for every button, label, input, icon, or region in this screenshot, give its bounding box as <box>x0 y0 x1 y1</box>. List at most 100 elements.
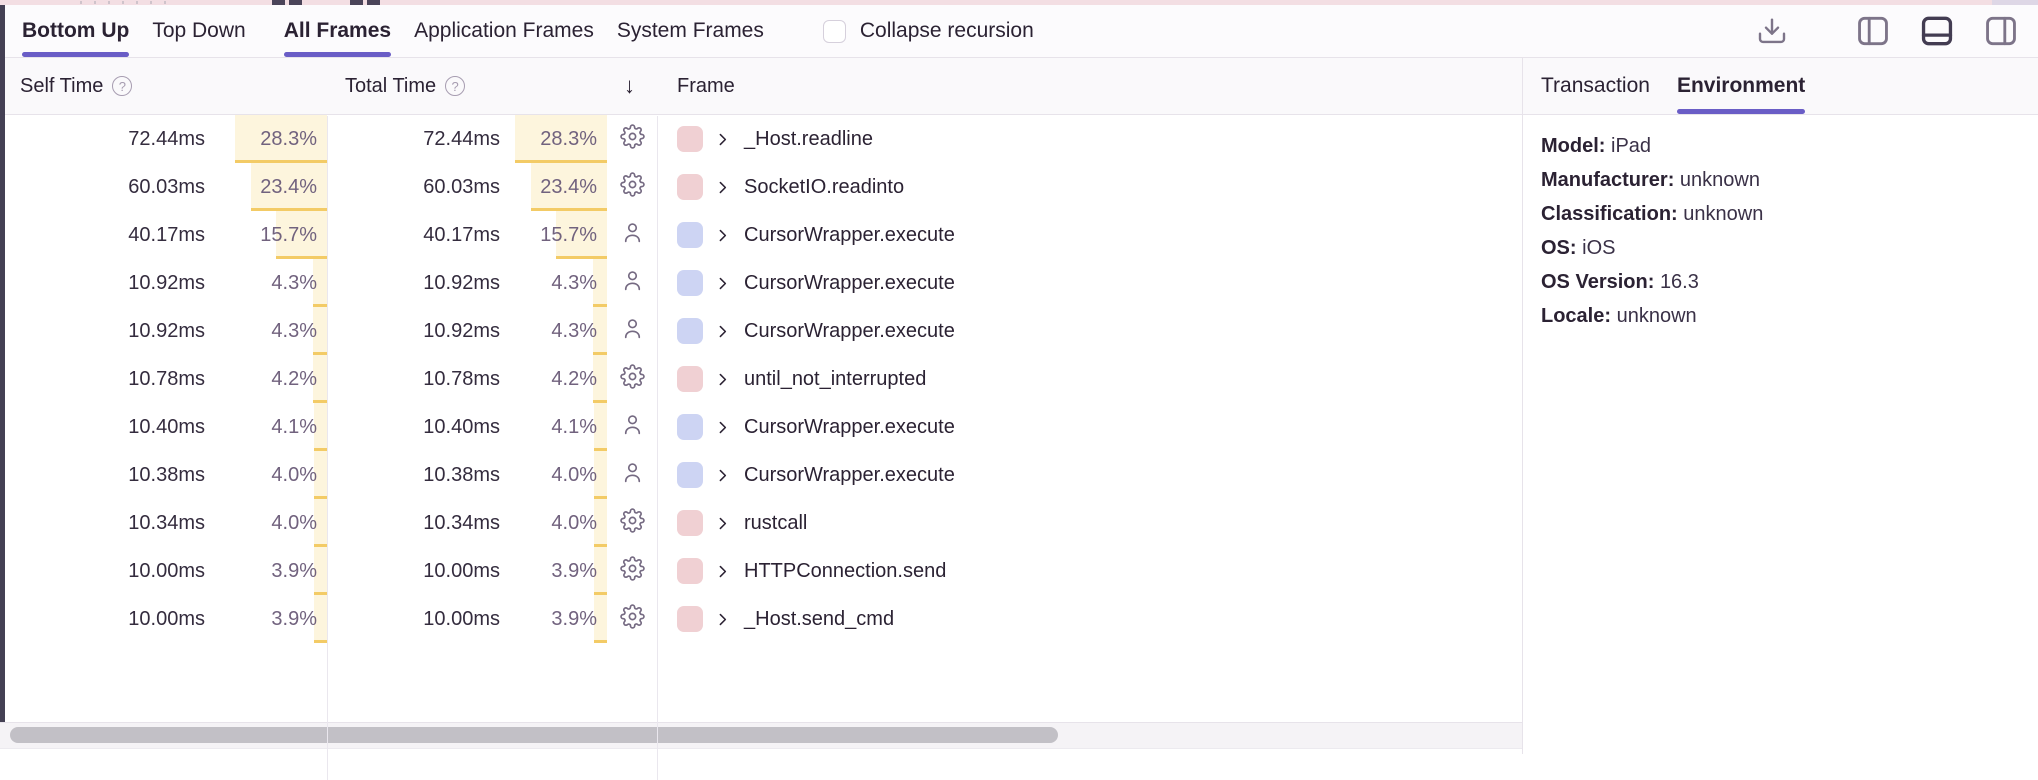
side-panel-tabs: Transaction Environment <box>1523 58 2038 115</box>
table-row[interactable]: 10.34ms 4.0% 10.34ms 4.0% <box>0 499 1522 547</box>
column-divider <box>327 116 328 780</box>
download-icon[interactable] <box>1756 15 1788 47</box>
frame-cell: CursorWrapper.execute <box>657 307 1522 355</box>
total-time-value: 10.34ms <box>423 511 500 534</box>
horizontal-scrollbar-track[interactable] <box>0 722 1522 748</box>
table-row[interactable]: 10.92ms 4.3% 10.92ms 4.3% <box>0 307 1522 355</box>
total-time-percent: 4.0% <box>551 463 597 486</box>
chevron-right-icon[interactable] <box>714 467 731 484</box>
total-time-percent: 4.2% <box>551 367 597 390</box>
chevron-right-icon[interactable] <box>714 419 731 436</box>
collapse-recursion-label: Collapse recursion <box>859 19 1034 42</box>
total-time-cell: 40.17ms 15.7% <box>327 211 657 259</box>
frame-type-icon-slot <box>607 547 657 595</box>
gear-icon <box>619 604 645 634</box>
chevron-right-icon[interactable] <box>714 275 731 292</box>
frame-name: CursorWrapper.execute <box>744 415 955 438</box>
total-time-cell: 60.03ms 23.4% <box>327 163 657 211</box>
percent-bar <box>235 115 327 163</box>
chevron-right-icon[interactable] <box>714 131 731 148</box>
environment-detail-line: Classification: unknown <box>1541 197 2020 231</box>
panel-bottom-icon[interactable] <box>1918 12 1956 50</box>
chevron-right-icon[interactable] <box>714 563 731 580</box>
table-row[interactable]: 10.40ms 4.1% 10.40ms 4.1% <box>0 403 1522 451</box>
tab-application-frames[interactable]: Application Frames <box>414 19 594 42</box>
environment-detail-line: Model: iPad <box>1541 129 2020 163</box>
tab-transaction[interactable]: Transaction <box>1541 74 1650 97</box>
frame-type-icon-slot <box>607 355 657 403</box>
table-row[interactable]: 10.38ms 4.0% 10.38ms 4.0% <box>0 451 1522 499</box>
frame-label: Frame <box>677 74 735 97</box>
minimap-tick <box>80 1 82 4</box>
chevron-right-icon[interactable] <box>714 611 731 628</box>
detail-value: 16.3 <box>1659 271 1699 293</box>
table-row[interactable]: 60.03ms 23.4% 60.03ms 23.4% <box>0 163 1522 211</box>
percent-bar <box>251 163 327 211</box>
total-time-percent: 4.0% <box>551 511 597 534</box>
frame-cell: _Host.readline <box>657 115 1522 163</box>
frame-type-icon-slot <box>607 115 657 163</box>
frame-cell: SocketIO.readinto <box>657 163 1522 211</box>
frame-type-icon-slot <box>607 595 657 643</box>
detail-value: unknown <box>1683 203 1764 225</box>
table-row[interactable]: 40.17ms 15.7% 40.17ms 15.7% <box>0 211 1522 259</box>
self-time-value: 10.92ms <box>128 319 205 342</box>
frame-color-swatch <box>677 174 703 200</box>
collapse-recursion-checkbox[interactable] <box>822 19 846 43</box>
tab-system-frames[interactable]: System Frames <box>616 19 764 42</box>
minimap-end-segment <box>1992 0 2038 5</box>
table-row[interactable]: 10.92ms 4.3% 10.92ms 4.3% <box>0 259 1522 307</box>
table-row[interactable]: 10.00ms 3.9% 10.00ms 3.9% <box>0 595 1522 643</box>
table-row[interactable]: 72.44ms 28.3% 72.44ms 28.3% <box>0 115 1522 163</box>
frame-type-icon-slot <box>607 307 657 355</box>
chevron-right-icon[interactable] <box>714 323 731 340</box>
toolbar-icon-group <box>1756 12 2038 50</box>
self-time-cell: 10.92ms 4.3% <box>0 259 327 307</box>
sort-descending-icon[interactable]: ↓ <box>624 73 635 98</box>
chevron-right-icon[interactable] <box>714 371 731 388</box>
total-time-percent: 15.7% <box>540 223 597 246</box>
detail-value: unknown <box>1679 169 1760 191</box>
tab-all-frames[interactable]: All Frames <box>283 5 392 57</box>
self-time-percent-cell: 4.0% <box>205 499 327 547</box>
user-icon <box>620 268 645 298</box>
total-time-percent: 3.9% <box>551 607 597 630</box>
details-side-panel: Transaction Environment Model: iPad Manu… <box>1522 58 2038 754</box>
detail-label: Manufacturer: <box>1541 169 1675 191</box>
total-time-percent-cell: 4.0% <box>500 451 607 499</box>
column-header-self-time[interactable]: Self Time ? <box>0 58 327 114</box>
total-time-cell: 10.00ms 3.9% <box>327 547 657 595</box>
minimap-tick <box>150 1 152 4</box>
frames-table-header: Self Time ? Total Time ? ↓ Frame <box>0 58 1522 115</box>
frames-table: Self Time ? Total Time ? ↓ Frame 72.44ms… <box>0 58 1522 780</box>
total-time-percent: 4.3% <box>551 271 597 294</box>
frame-type-icon-slot <box>607 163 657 211</box>
column-header-total-time[interactable]: Total Time ? ↓ <box>327 58 657 114</box>
collapse-recursion-control[interactable]: Collapse recursion <box>822 19 1034 43</box>
tab-environment[interactable]: Environment <box>1676 58 1806 114</box>
help-icon[interactable]: ? <box>445 76 466 96</box>
help-icon[interactable]: ? <box>112 76 133 96</box>
percent-bar <box>314 547 327 595</box>
gear-icon <box>619 172 645 202</box>
panel-right-icon[interactable] <box>1982 12 2020 50</box>
chevron-right-icon[interactable] <box>714 515 731 532</box>
self-time-percent: 4.1% <box>271 415 317 438</box>
total-time-value: 10.40ms <box>423 415 500 438</box>
frame-color-swatch <box>677 318 703 344</box>
frame-name: SocketIO.readinto <box>744 175 905 198</box>
percent-bar <box>594 499 607 547</box>
chevron-right-icon[interactable] <box>714 179 731 196</box>
self-time-percent-cell: 28.3% <box>205 115 327 163</box>
panel-left-icon[interactable] <box>1854 12 1892 50</box>
table-row[interactable]: 10.78ms 4.2% 10.78ms 4.2% <box>0 355 1522 403</box>
percent-bar <box>594 403 607 451</box>
frame-type-icon-slot <box>607 259 657 307</box>
horizontal-scrollbar-thumb[interactable] <box>10 727 1058 743</box>
tab-bottom-up[interactable]: Bottom Up <box>22 5 130 57</box>
table-row[interactable]: 10.00ms 3.9% 10.00ms 3.9% <box>0 547 1522 595</box>
tab-top-down[interactable]: Top Down <box>152 19 246 42</box>
column-header-frame[interactable]: Frame <box>657 58 1522 114</box>
chevron-right-icon[interactable] <box>714 227 731 244</box>
self-time-percent: 4.3% <box>271 271 317 294</box>
